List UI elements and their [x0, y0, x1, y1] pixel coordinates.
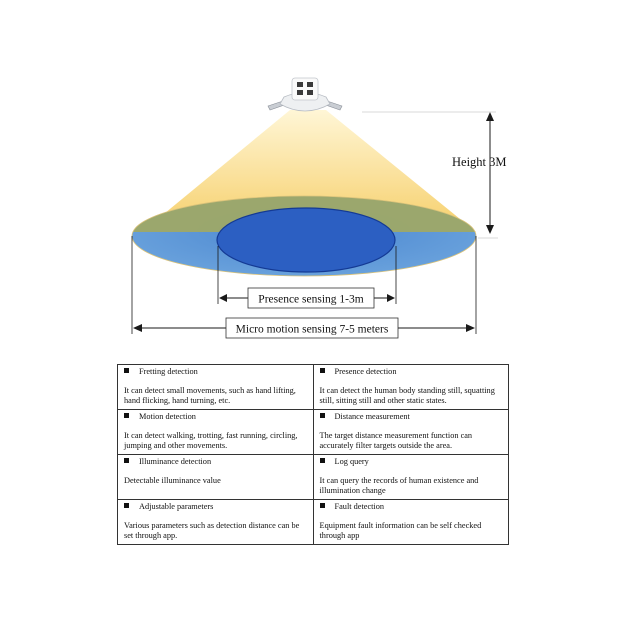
presence-label-box: [247, 287, 375, 309]
feature-cell: Motion detection It can detect walking, t…: [117, 409, 314, 455]
feature-title: Fault detection: [334, 502, 385, 511]
feature-description: It can query the records of human existe…: [319, 476, 479, 495]
detection-range-diagram: Height 3M Presence sensing 1-3m Micro mo…: [131, 77, 507, 339]
bullet-square-icon: [124, 413, 129, 418]
feature-title: Distance measurement: [334, 412, 410, 421]
feature-description: Detectable illuminance value: [124, 476, 221, 485]
bullet-square-icon: [124, 368, 129, 373]
micro-motion-label-box: [225, 317, 399, 339]
feature-cell: Presence detection It can detect the huma…: [312, 364, 509, 410]
feature-cell: Fretting detection It can detect small mo…: [117, 364, 314, 410]
presence-area: [216, 207, 396, 273]
feature-description: Equipment fault information can be self …: [319, 521, 482, 540]
bullet-square-icon: [319, 368, 325, 373]
feature-title: Fretting detection: [139, 367, 198, 376]
feature-description: The target distance measurement function…: [319, 431, 473, 450]
feature-table: Fretting detection It can detect small mo…: [117, 364, 509, 545]
feature-title: Presence detection: [334, 367, 397, 376]
bullet-square-icon: [319, 413, 325, 418]
height-label: Height 3M: [452, 155, 507, 169]
table-row: Fretting detection It can detect small mo…: [117, 364, 509, 410]
height-arrow: [362, 111, 498, 239]
bullet-square-icon: [319, 503, 325, 508]
feature-title: Adjustable parameters: [139, 502, 214, 511]
feature-title: Motion detection: [139, 412, 196, 421]
micro-motion-label: Micro motion sensing 7-5 meters: [236, 324, 389, 336]
feature-description: It can detect small movements, such as h…: [124, 386, 296, 405]
feature-title: Illuminance detection: [139, 457, 212, 466]
presence-label: Presence sensing 1-3m: [258, 294, 363, 306]
bullet-square-icon: [124, 503, 129, 508]
feature-description: It can detect walking, trotting, fast ru…: [124, 431, 298, 450]
sensor-device-icon: [267, 77, 343, 112]
feature-title: Log query: [334, 457, 369, 466]
bullet-square-icon: [319, 458, 325, 463]
feature-cell: Log query It can query the records of hum…: [312, 454, 509, 500]
table-row: Motion detection It can detect walking, t…: [117, 409, 509, 455]
feature-description: It can detect the human body standing st…: [319, 386, 495, 405]
bullet-square-icon: [124, 458, 129, 463]
feature-description: Various parameters such as detection dis…: [124, 521, 300, 540]
